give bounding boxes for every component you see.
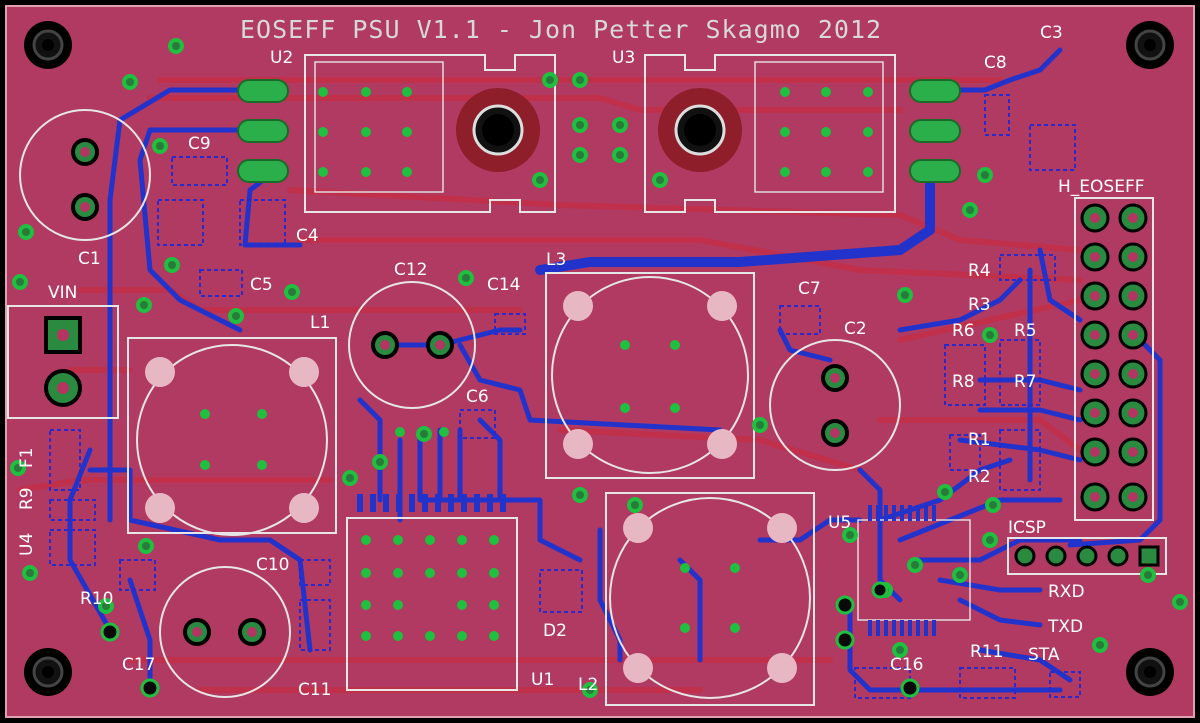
board-title: EOSEFF PSU V1.1 - Jon Petter Skagmo 2012 bbox=[240, 15, 882, 44]
label-r1: R1 bbox=[968, 430, 991, 450]
label-c16: C16 bbox=[890, 655, 924, 675]
label-c17: C17 bbox=[122, 655, 156, 675]
regulator-pads bbox=[237, 79, 961, 183]
label-r4: R4 bbox=[968, 261, 991, 281]
smd-footprints bbox=[49, 94, 1081, 699]
label-c2: C2 bbox=[844, 319, 867, 339]
mounting-hole-bottom-left bbox=[24, 648, 72, 696]
heatsink-screws bbox=[456, 88, 742, 172]
label-icsp: ICSP bbox=[1008, 518, 1046, 538]
label-f1: F1 bbox=[17, 447, 37, 468]
label-r8: R8 bbox=[952, 372, 975, 392]
label-vin: VIN bbox=[48, 283, 77, 303]
label-c3: C3 bbox=[1040, 23, 1063, 43]
label-rxd: RXD bbox=[1048, 582, 1085, 602]
icsp-pads bbox=[1014, 545, 1160, 567]
label-u5: U5 bbox=[828, 513, 851, 533]
silkscreen-outlines bbox=[7, 54, 1167, 706]
mounting-hole-top-right bbox=[1126, 21, 1174, 69]
mounting-holes bbox=[24, 21, 1174, 696]
label-c1: C1 bbox=[78, 249, 101, 269]
label-h-eoseff: H_EOSEFF bbox=[1058, 177, 1145, 197]
label-l3: L3 bbox=[546, 250, 566, 270]
board-substrate bbox=[5, 5, 1195, 718]
label-d2: D2 bbox=[543, 621, 567, 641]
u1-pins bbox=[357, 494, 506, 512]
label-u1: U1 bbox=[531, 670, 554, 690]
label-c9: C9 bbox=[188, 134, 211, 154]
label-u4: U4 bbox=[17, 533, 37, 556]
label-r9: R9 bbox=[17, 487, 37, 510]
label-c5: C5 bbox=[250, 275, 273, 295]
label-r5: R5 bbox=[1014, 321, 1037, 341]
label-u2: U2 bbox=[270, 48, 293, 68]
inductor-pads bbox=[145, 291, 797, 683]
label-c6: C6 bbox=[466, 387, 489, 407]
label-c8: C8 bbox=[984, 53, 1007, 73]
label-r6: R6 bbox=[952, 321, 975, 341]
label-r2: R2 bbox=[968, 467, 991, 487]
mounting-hole-bottom-right bbox=[1126, 648, 1174, 696]
label-r11: R11 bbox=[970, 642, 1003, 662]
label-c4: C4 bbox=[296, 226, 319, 246]
component-labels: U2 U3 C3 C8 C9 C4 C1 C5 VIN L1 C12 C14 L… bbox=[17, 23, 1145, 700]
header-pads bbox=[1080, 203, 1148, 512]
mounting-hole-top-left bbox=[24, 21, 72, 69]
top-copper-traces bbox=[17, 77, 1083, 693]
label-txd: TXD bbox=[1047, 617, 1083, 637]
label-c12: C12 bbox=[394, 260, 428, 280]
vias bbox=[10, 38, 1188, 698]
label-c10: C10 bbox=[256, 555, 290, 575]
label-u3: U3 bbox=[612, 48, 635, 68]
label-r3: R3 bbox=[968, 295, 991, 315]
capacitor-pads bbox=[71, 138, 849, 646]
label-sta: STA bbox=[1028, 645, 1060, 665]
label-r10: R10 bbox=[80, 589, 113, 609]
label-l2: L2 bbox=[578, 675, 598, 695]
label-l1: L1 bbox=[310, 313, 330, 333]
u5-pins bbox=[868, 505, 936, 636]
label-c7: C7 bbox=[798, 279, 821, 299]
vin-pads bbox=[44, 316, 82, 407]
label-c14: C14 bbox=[487, 275, 521, 295]
label-c11: C11 bbox=[298, 680, 332, 700]
label-r7: R7 bbox=[1014, 372, 1037, 392]
